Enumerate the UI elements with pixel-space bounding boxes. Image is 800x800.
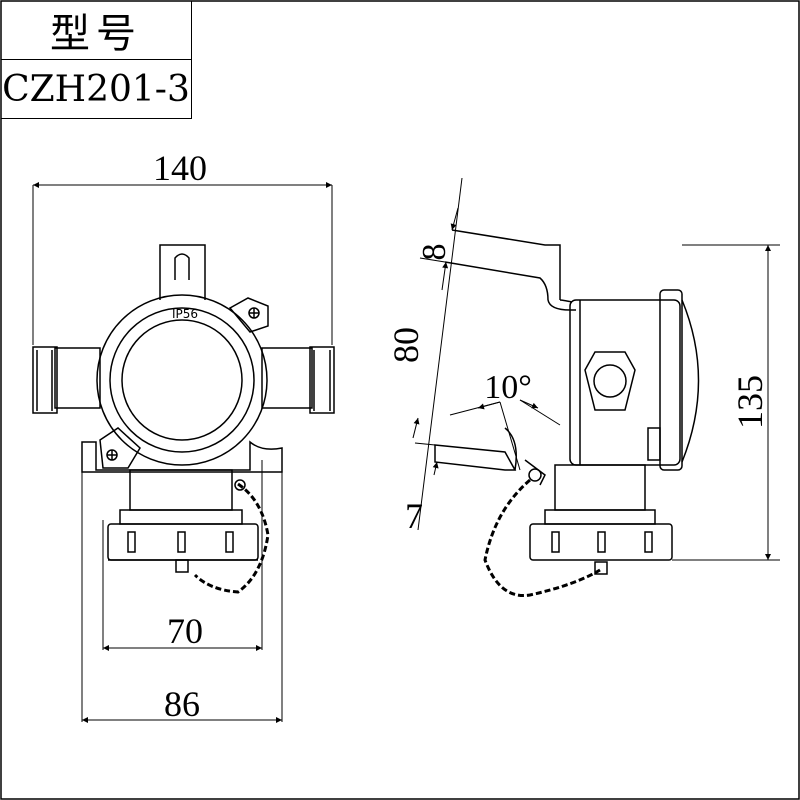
lower-tab — [434, 444, 517, 471]
hanging-hook — [159, 244, 206, 300]
right-gland — [309, 346, 335, 414]
body-middle-ring — [109, 307, 255, 453]
model-label: 型号 — [1, 1, 191, 60]
bracket-bottom-edge — [444, 261, 549, 301]
body-inner-window — [121, 319, 243, 441]
dim-label-80: 80 — [386, 327, 426, 363]
side-gland — [584, 351, 636, 411]
dim-label-7: 7 — [405, 496, 423, 536]
dim-label-8: 8 — [416, 244, 453, 261]
dim-label-86: 86 — [164, 684, 200, 724]
dim-label-angle: 10° — [484, 369, 532, 406]
side-cap-chain — [483, 478, 601, 598]
side-housing — [569, 299, 681, 466]
coupling-nut — [107, 523, 259, 561]
left-conduit — [54, 347, 101, 409]
model-number: CZH201-3 — [2, 68, 190, 110]
side-gland-bore — [593, 364, 627, 398]
left-gland — [32, 346, 58, 414]
cap-chain — [193, 482, 270, 594]
side-collar — [544, 509, 656, 525]
neck — [129, 469, 233, 511]
chain-ring — [234, 479, 246, 491]
hook-slot — [174, 253, 190, 280]
ip-rating-label: IP56 — [172, 307, 198, 321]
top-lug — [228, 297, 269, 333]
dim-label-135: 135 — [730, 375, 770, 429]
dim-label-140: 140 — [153, 148, 207, 188]
right-conduit — [261, 347, 313, 409]
bracket-top-edge — [451, 229, 561, 300]
side-cover-dome — [681, 299, 700, 463]
side-neck — [554, 464, 646, 511]
front-view — [32, 182, 335, 723]
coupling-collar — [119, 509, 243, 525]
slant-dimension-line — [417, 177, 463, 531]
bottom-lug — [99, 427, 141, 469]
body-outer-ring — [96, 294, 268, 466]
title-block: 型号 CZH201-3 — [1, 1, 192, 119]
side-coupling-nut — [529, 523, 673, 561]
side-view — [412, 177, 780, 598]
dim-label-70: 70 — [167, 611, 203, 651]
